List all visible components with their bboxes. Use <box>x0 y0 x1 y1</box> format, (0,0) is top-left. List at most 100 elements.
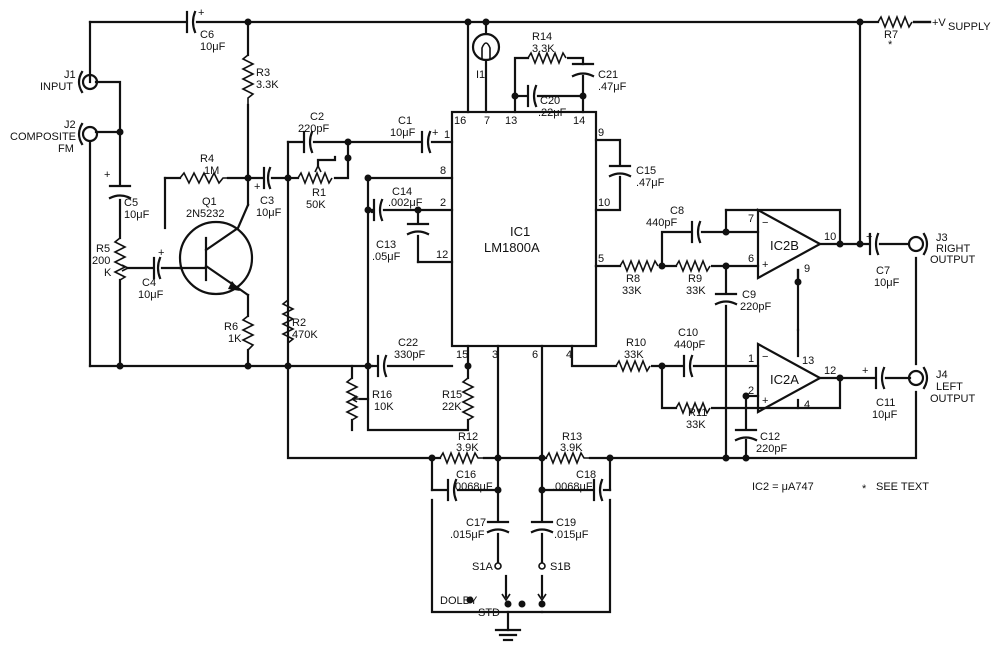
c16-ref: C16 <box>456 469 476 481</box>
r8-value: 33K <box>622 285 642 297</box>
s1b-ref: S1B <box>550 561 571 573</box>
r8-resistor <box>619 258 659 274</box>
c4-capacitor <box>152 256 162 280</box>
r1-value: 50K <box>306 199 326 211</box>
ic2b-minus: − <box>762 217 768 229</box>
r12-ref: R12 <box>458 431 478 443</box>
ic1-pin13: 13 <box>505 115 517 127</box>
c7-capacitor <box>868 232 880 256</box>
c8-capacitor <box>690 220 702 244</box>
ic2-note: IC2 = μA747 <box>752 481 814 493</box>
c22-value: 330pF <box>394 349 425 361</box>
c20-ref: C20 <box>540 95 560 107</box>
c7-value: 10μF <box>874 277 900 289</box>
c12-ref: C12 <box>760 431 780 443</box>
r11-resistor <box>675 400 711 416</box>
svg-text:+: + <box>158 247 164 259</box>
r1-resistor <box>297 170 333 186</box>
r1-ref: R1 <box>312 187 326 199</box>
r11-ref: R11 <box>688 407 707 419</box>
c15-value: .47μF <box>636 177 665 189</box>
ic1-part: LM1800A <box>484 240 540 255</box>
r12-value: 3.9K <box>456 442 479 454</box>
supply-label: +V <box>932 17 946 29</box>
r12-resistor <box>439 450 484 466</box>
c18-capacitor <box>592 478 604 502</box>
c20-capacitor <box>526 84 538 108</box>
c3-capacitor <box>262 166 272 190</box>
r13-ref: R13 <box>562 431 582 443</box>
q1-ref: Q1 <box>202 196 217 208</box>
q1-transistor <box>178 203 254 297</box>
r13-resistor <box>545 450 590 466</box>
r15-ref: R15 <box>442 389 462 401</box>
r16-ref: R16 <box>372 389 392 401</box>
j1-jack <box>77 70 99 94</box>
r9-resistor <box>675 258 711 274</box>
r7-asterisk: * <box>888 39 893 51</box>
ic2a-pin2: 2 <box>748 385 754 397</box>
c2-capacitor <box>302 130 314 154</box>
r7-ref: R7 <box>884 29 898 41</box>
c4-value: 10μF <box>138 289 164 301</box>
dolby-label: DOLBY <box>440 595 478 607</box>
see-text-star: * <box>862 483 867 495</box>
j4-jack <box>907 366 929 390</box>
r4-ref: R4 <box>200 153 214 165</box>
ic1-ref: IC1 <box>510 224 530 239</box>
ic1-pin6: 6 <box>532 349 538 361</box>
ic1-pin1: 1 <box>444 129 450 141</box>
capacitors <box>108 10 886 534</box>
c21-capacitor <box>571 62 595 78</box>
r5-ref: R5 <box>96 243 110 255</box>
ic2b-pin9: 9 <box>804 263 810 275</box>
r8-ref: R8 <box>626 273 640 285</box>
c10-ref: C10 <box>678 327 698 339</box>
junction-dots <box>116 18 864 608</box>
ic2b-pin10: 10 <box>824 231 836 243</box>
ic2b-plus: + <box>762 259 768 271</box>
svg-text:+: + <box>104 169 110 181</box>
r7-resistor <box>877 14 913 30</box>
c3-ref: C3 <box>260 195 274 207</box>
r10-value: 33K <box>624 349 644 361</box>
r2-resistor <box>281 299 295 344</box>
r15-value: 22K <box>442 401 462 413</box>
r10-resistor <box>615 358 651 374</box>
r3-ref: R3 <box>256 67 270 79</box>
resistors <box>113 14 913 466</box>
ic1-pin2: 2 <box>440 197 446 209</box>
c9-value: 220pF <box>740 301 771 313</box>
c11-ref: C11 <box>876 397 895 409</box>
ic2b-pin7: 7 <box>748 213 754 225</box>
q1-value: 2N5232 <box>186 208 225 220</box>
ic2b-opamp <box>756 208 823 284</box>
i1-lamp <box>471 32 501 62</box>
r5-value: 200 <box>92 255 110 267</box>
r2-value: 470K <box>292 329 318 341</box>
ic1-pin14: 14 <box>573 115 585 127</box>
ic2a-pin13: 13 <box>802 355 814 367</box>
svg-text:+: + <box>254 181 260 193</box>
c21-value: .47μF <box>598 81 627 93</box>
r3-resistor <box>241 54 255 105</box>
c9-capacitor <box>714 292 738 306</box>
c14-ref: C14 <box>392 186 412 198</box>
c12-capacitor <box>734 428 758 442</box>
j4-ref: J4 <box>936 369 948 381</box>
r5-value2: K <box>104 267 112 279</box>
r10-ref: R10 <box>626 337 646 349</box>
c10-capacitor <box>682 354 694 378</box>
j3-label2: OUTPUT <box>930 254 976 266</box>
c11-capacitor <box>874 366 886 390</box>
c5-ref: C5 <box>124 197 138 209</box>
std-label: STD <box>478 607 500 619</box>
j4-label2: OUTPUT <box>930 393 976 405</box>
s1a-ref: S1A <box>472 561 493 573</box>
wires <box>88 20 932 632</box>
ic2a-ref: IC2A <box>770 372 799 387</box>
c16-value: .0068μF <box>452 481 493 493</box>
c12-value: 220pF <box>756 443 787 455</box>
c6-ref: C6 <box>200 29 214 41</box>
